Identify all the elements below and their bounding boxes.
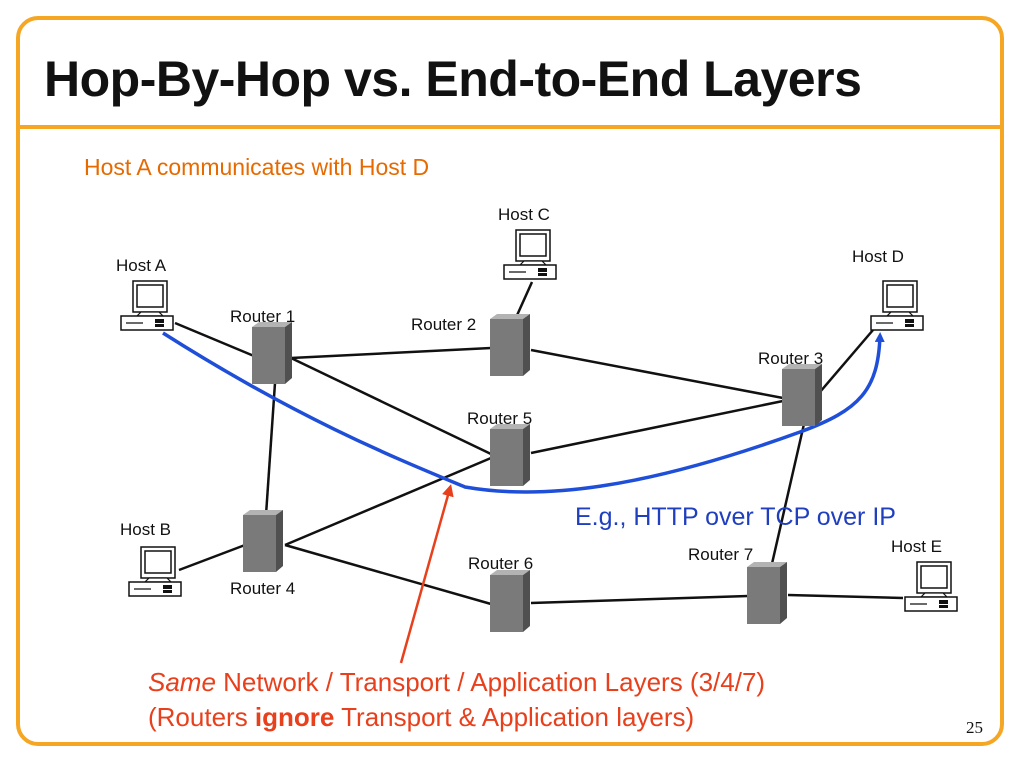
- link-host-a-router-1: [174, 321, 255, 358]
- title-divider: [16, 125, 1004, 129]
- note-line-2-start: (Routers: [148, 702, 255, 732]
- link-router-1-router-4: [264, 382, 277, 516]
- router-5: [490, 424, 530, 486]
- link-router-3-host-d: [819, 329, 874, 393]
- router-7: [747, 562, 787, 624]
- link-router-6-router-7: [530, 594, 749, 605]
- page-number: 25: [966, 718, 983, 737]
- link-host-b-router-4: [178, 543, 246, 572]
- router-4: [243, 510, 283, 572]
- link-router-4-router-6: [284, 543, 492, 606]
- router-1: [252, 322, 292, 384]
- callout-arrow: [399, 484, 454, 664]
- slide-subtitle: Host A communicates with Host D: [84, 154, 430, 180]
- router-1-label: Router 1: [230, 307, 296, 326]
- host-b-computer-icon: [128, 546, 182, 597]
- note-line-2-end: Transport & Application layers): [334, 702, 695, 732]
- layers-note-line-1: Same Network / Transport / Application L…: [148, 665, 765, 700]
- note-emphasis-same: Same: [148, 667, 216, 697]
- host-b-label: Host B: [120, 520, 172, 539]
- link-router-1-router-2: [290, 346, 492, 360]
- router-5-label: Router 5: [467, 409, 533, 428]
- router-3: [782, 364, 822, 426]
- router-6: [490, 570, 530, 632]
- note-line-1-text: Network / Transport / Application Layers…: [215, 667, 766, 697]
- host-d-computer-icon: [870, 280, 924, 331]
- link-router-1-router-5: [290, 356, 492, 456]
- note-emphasis-ignore: ignore: [254, 702, 335, 732]
- slide-frame: [16, 16, 1004, 746]
- router-2: [490, 314, 530, 376]
- host-e-label: Host E: [891, 537, 943, 556]
- layers-note-line-2: (Routers ignore Transport & Application …: [148, 700, 765, 735]
- link-router-7-host-e: [787, 593, 904, 600]
- router-4-label: Router 4: [230, 579, 296, 598]
- router-7-label: Router 7: [688, 545, 754, 564]
- end-to-end-path: [162, 331, 885, 494]
- router-6-label: Router 6: [468, 554, 534, 573]
- link-router-5-router-3: [530, 399, 784, 455]
- layers-note: Same Network / Transport / Application L…: [148, 665, 765, 735]
- protocol-example-label: E.g., HTTP over TCP over IP: [575, 503, 896, 531]
- router-3-label: Router 3: [758, 349, 824, 368]
- router-2-label: Router 2: [411, 315, 477, 334]
- host-c-label: Host C: [498, 205, 550, 224]
- link-router-2-router-3: [530, 348, 784, 400]
- host-a-label: Host A: [116, 256, 167, 275]
- link-router-4-router-5: [284, 456, 492, 547]
- slide-title: Hop-By-Hop vs. End-to-End Layers: [44, 51, 862, 107]
- host-e-computer-icon: [904, 561, 958, 612]
- host-d-label: Host D: [852, 247, 904, 266]
- link-router-3-router-7: [769, 423, 806, 569]
- host-c-computer-icon: [503, 229, 557, 280]
- host-a-computer-icon: [120, 280, 174, 331]
